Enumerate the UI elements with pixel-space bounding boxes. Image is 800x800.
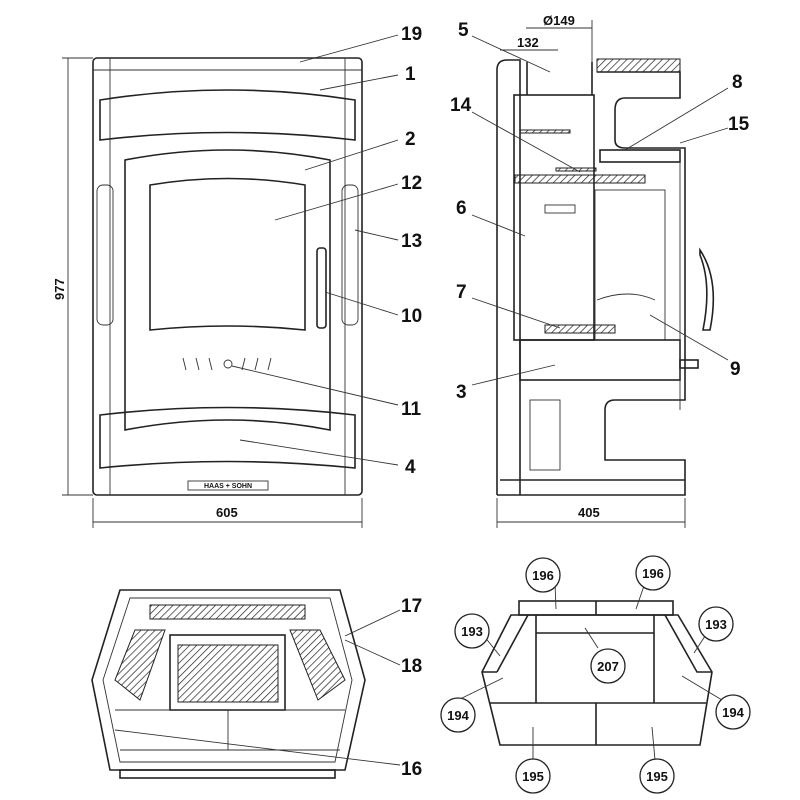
part-196-right: 196 bbox=[642, 566, 664, 581]
callout-17: 17 bbox=[401, 596, 422, 617]
callout-4: 4 bbox=[405, 457, 416, 478]
callout-1: 1 bbox=[405, 64, 416, 85]
part-194-right: 194 bbox=[722, 705, 744, 720]
front-width-dimension: 605 bbox=[216, 505, 238, 520]
part-193-right: 193 bbox=[705, 617, 727, 632]
part-207: 207 bbox=[597, 659, 619, 674]
callout-5: 5 bbox=[458, 20, 469, 41]
part-194-left: 194 bbox=[447, 708, 469, 723]
flue-offset-dimension: 132 bbox=[517, 35, 539, 50]
part-193-left: 193 bbox=[461, 624, 483, 639]
callout-2: 2 bbox=[405, 129, 416, 150]
part-195-left: 195 bbox=[522, 769, 544, 784]
top-callout-leaders bbox=[114, 609, 401, 766]
brand-plate: HAAS + SOHN bbox=[204, 483, 252, 490]
callout-9: 9 bbox=[730, 359, 741, 380]
callout-11: 11 bbox=[401, 399, 422, 420]
height-dimension: 977 bbox=[52, 278, 67, 300]
front-callout-leaders bbox=[231, 34, 399, 466]
callout-7: 7 bbox=[456, 282, 467, 303]
side-width-dimension: 405 bbox=[578, 505, 600, 520]
callout-8: 8 bbox=[732, 72, 743, 93]
part-195-right: 195 bbox=[646, 769, 668, 784]
top-section-view bbox=[91, 589, 366, 779]
callout-12: 12 bbox=[401, 173, 422, 194]
side-view: 405 132 Ø149 bbox=[496, 13, 715, 528]
callout-6: 6 bbox=[456, 198, 467, 219]
callout-10: 10 bbox=[401, 306, 422, 327]
callout-15: 15 bbox=[728, 114, 750, 135]
callout-18: 18 bbox=[401, 656, 422, 677]
callout-19: 19 bbox=[401, 24, 422, 45]
part-196-left: 196 bbox=[532, 568, 554, 583]
front-view: HAAS + SOHN 977 605 bbox=[52, 57, 363, 528]
firebrick-liner-layout bbox=[457, 582, 723, 761]
side-callout-leaders bbox=[471, 35, 729, 386]
liner-part-bubbles: 196 196 193 193 207 194 194 195 195 bbox=[440, 555, 751, 794]
callout-14: 14 bbox=[450, 95, 472, 116]
callout-13: 13 bbox=[401, 231, 422, 252]
callout-3: 3 bbox=[456, 382, 467, 403]
callout-16: 16 bbox=[401, 759, 422, 780]
flue-diameter-dimension: Ø149 bbox=[543, 13, 575, 28]
